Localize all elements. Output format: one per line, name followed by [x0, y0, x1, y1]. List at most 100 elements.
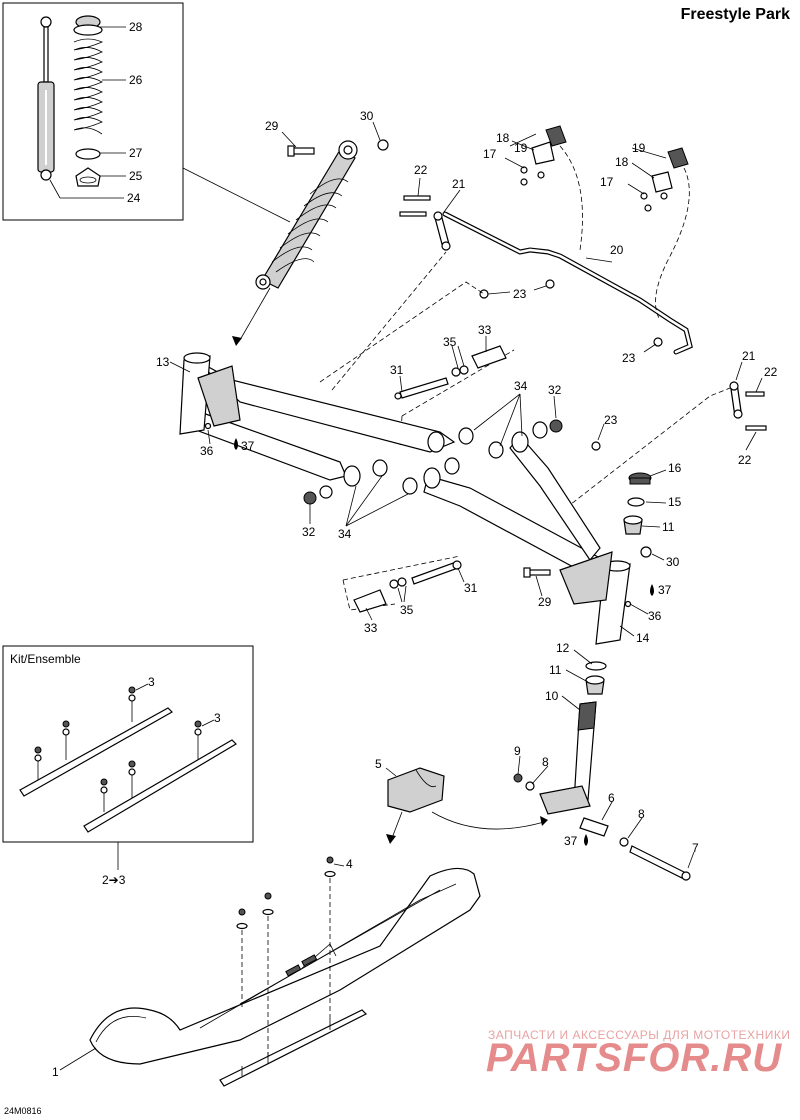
sway-bar-link-right — [729, 381, 743, 419]
callout-11-upper: 11 — [662, 520, 675, 534]
callout-14: 14 — [636, 631, 650, 645]
kit-label: Kit/Ensemble — [10, 652, 81, 666]
ski-part — [89, 867, 481, 1065]
callout-21-right: 21 — [742, 349, 756, 363]
callout-29-upper: 29 — [265, 119, 279, 133]
ski-stopper-5 — [387, 767, 445, 813]
watermark-logo: PARTSFOR.RU — [486, 1036, 783, 1080]
callout-24: 24 — [127, 191, 141, 205]
bolt-29-lower — [523, 567, 551, 578]
cap-16 — [628, 472, 652, 485]
callout-34-top: 34 — [514, 379, 528, 393]
ski-nuts-4 — [236, 856, 336, 1060]
spindle-10 — [539, 701, 597, 815]
callout-12: 12 — [556, 641, 570, 655]
runner-kit-lower — [83, 720, 237, 833]
watermark-tagline: ЗАПЧАСТИ И АКСЕССУАРЫ ДЛЯ МОТОТЕХНИКИ — [488, 1028, 791, 1042]
callout-28: 28 — [129, 20, 143, 34]
callout-27: 27 — [129, 146, 143, 160]
callout-16: 16 — [668, 461, 682, 475]
ski-runner-part — [219, 1009, 368, 1087]
runner-kit-upper — [19, 686, 173, 797]
coil-spring-part — [73, 38, 104, 135]
callout-10: 10 — [545, 689, 559, 703]
callout-35-bottom: 35 — [400, 603, 414, 617]
nut-30-lower — [640, 546, 652, 558]
arrow-icon-to-ski — [386, 834, 396, 844]
callout-19-right: 19 — [632, 141, 646, 155]
callout-17-left: 17 — [483, 147, 497, 161]
callout-30-lower: 30 — [666, 555, 680, 569]
grease-fittings-36 — [204, 422, 632, 608]
callout-25: 25 — [129, 169, 143, 183]
kit-frame — [2, 645, 254, 843]
callout-22-right-lower: 22 — [738, 453, 752, 467]
grease-drop-icons-37 — [234, 438, 654, 846]
callout-31-bottom: 31 — [464, 581, 478, 595]
spring-washer-part — [75, 148, 101, 160]
nuts-23 — [479, 279, 663, 451]
callout-34-bottom: 34 — [338, 527, 352, 541]
callout-23-right: 23 — [622, 351, 636, 365]
callout-18-left: 18 — [496, 131, 510, 145]
callout-22-top: 22 — [414, 163, 428, 177]
a-arm-part — [179, 352, 631, 645]
callout-3-upper: 3 — [148, 675, 155, 689]
callout-33-top: 33 — [478, 323, 492, 337]
callout-31-top: 31 — [390, 363, 404, 377]
callout-36-right: 36 — [648, 609, 662, 623]
spring-stopper-part — [73, 15, 103, 36]
callout-33-bottom: 33 — [364, 621, 378, 635]
callout-15: 15 — [668, 495, 682, 509]
callout-23-center: 23 — [513, 287, 527, 301]
callout-21-top: 21 — [452, 177, 466, 191]
sway-bar-link-left — [433, 211, 451, 251]
nut-30-upper — [377, 139, 389, 151]
callout-3-lower: 3 — [214, 711, 221, 725]
callout-7: 7 — [692, 841, 699, 855]
callout-17-right: 17 — [600, 175, 614, 189]
bolts-22 — [399, 195, 767, 431]
washer-12 — [585, 661, 607, 671]
callout-8-right: 8 — [638, 807, 645, 821]
callout-19-left: 19 — [514, 141, 528, 155]
spring-adjuster-part — [75, 167, 101, 187]
callout-29-lower: 29 — [538, 595, 552, 609]
bushings-19 — [545, 125, 689, 169]
callout-9: 9 — [514, 744, 521, 758]
callout-8-left: 8 — [542, 755, 549, 769]
sleeve-6 — [579, 817, 609, 837]
arrow-icon-to-spindle — [540, 816, 548, 826]
callout-18-right: 18 — [615, 155, 629, 169]
callout-37-right: 37 — [658, 583, 672, 597]
shock-assembly-part — [255, 140, 358, 290]
callout-22-right-upper: 22 — [764, 365, 778, 379]
washer-8-right — [619, 837, 629, 847]
callout-5: 5 — [375, 757, 382, 771]
washers-32 — [303, 419, 563, 505]
callout-26: 26 — [129, 73, 143, 87]
bolt-29-upper — [287, 145, 315, 157]
callout-1: 1 — [52, 1065, 59, 1079]
diagram-title: Freestyle Park — [680, 6, 790, 23]
washer-15 — [627, 497, 645, 507]
nut-9-washer-8 — [513, 773, 535, 791]
callout-30-upper: 30 — [360, 109, 374, 123]
kit-range-label: 2➔3 — [102, 873, 126, 887]
bushing-11-upper — [623, 515, 643, 535]
inset-leader — [182, 167, 291, 223]
callout-23-lower: 23 — [604, 413, 618, 427]
callout-4: 4 — [346, 857, 353, 871]
callout-6: 6 — [608, 791, 615, 805]
callout-36-upper: 36 — [200, 444, 214, 458]
shock-absorber-part — [37, 16, 55, 181]
callout-20: 20 — [610, 243, 624, 257]
bolt-7 — [629, 845, 691, 881]
callout-11-lower: 11 — [549, 663, 562, 677]
spacers-33-35 — [353, 345, 507, 613]
callout-37-spindle: 37 — [564, 834, 578, 848]
bolts-31 — [394, 377, 462, 585]
callout-37-upper: 37 — [241, 439, 255, 453]
callout-32-right: 32 — [548, 383, 562, 397]
